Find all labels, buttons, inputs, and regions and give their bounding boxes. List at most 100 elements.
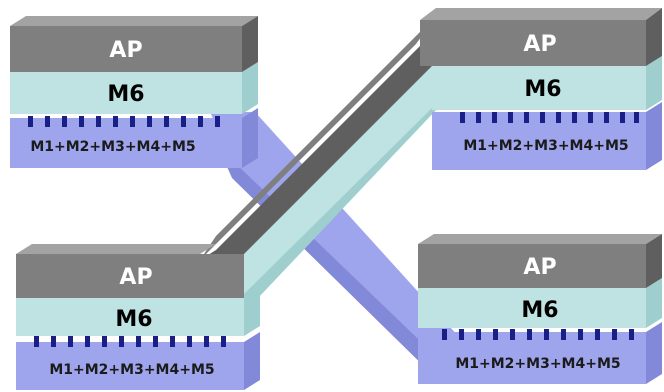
via <box>102 336 107 347</box>
ap-layer-top <box>10 16 258 26</box>
ap-layer <box>10 26 242 72</box>
m6-bridge <box>216 66 432 298</box>
via <box>540 112 545 123</box>
via <box>556 112 561 123</box>
via <box>68 336 73 347</box>
via <box>460 112 465 123</box>
via <box>442 329 447 340</box>
m6-layer <box>16 298 244 336</box>
m6-label: M6 <box>107 82 144 107</box>
via <box>181 116 186 127</box>
via <box>620 112 625 123</box>
ap-layer <box>16 254 244 298</box>
m1-m5-label: M1+M2+M3+M4+M5 <box>49 362 214 378</box>
via <box>164 116 169 127</box>
m1-m5-crossing-band <box>210 112 460 360</box>
via <box>476 112 481 123</box>
m1-m5-layer-side <box>244 332 260 390</box>
stack-bottom-left: AP M6 M1+M2+M3+M4+M5 <box>16 244 260 390</box>
via <box>45 116 50 127</box>
via <box>113 116 118 127</box>
m1-m5-layer <box>16 342 244 390</box>
via <box>572 112 577 123</box>
ap-layer-side <box>646 8 662 66</box>
via <box>153 336 158 347</box>
via-row <box>34 336 226 347</box>
m6-layer-side <box>646 278 662 328</box>
via <box>215 116 220 127</box>
m6-label: M6 <box>521 298 558 323</box>
ap-label: AP <box>119 265 152 290</box>
via-row <box>28 116 220 127</box>
via <box>187 336 192 347</box>
via <box>508 112 513 123</box>
via-row <box>460 112 639 123</box>
via <box>588 112 593 123</box>
via <box>119 336 124 347</box>
ap-layer <box>420 20 646 66</box>
m6-layer <box>418 288 646 328</box>
via <box>604 112 609 123</box>
m6-layer-side <box>242 62 258 114</box>
ap-layer <box>418 244 646 288</box>
m1-m5-layer <box>432 112 646 170</box>
ap-bridge-side <box>200 34 432 292</box>
ap-label: AP <box>523 255 556 280</box>
via <box>629 329 634 340</box>
via <box>612 329 617 340</box>
via <box>28 116 33 127</box>
ap-m6-crossing-bridge <box>200 14 438 304</box>
m6-layer-side <box>646 56 662 110</box>
ap-layer-side <box>646 234 662 288</box>
via <box>136 336 141 347</box>
via <box>96 116 101 127</box>
via <box>492 112 497 123</box>
ap-bridge <box>200 14 438 260</box>
via <box>561 329 566 340</box>
via <box>493 329 498 340</box>
m1-m5-layer-side <box>242 108 258 168</box>
via <box>476 329 481 340</box>
ap-label: AP <box>109 38 142 63</box>
m1-m5-label: M1+M2+M3+M4+M5 <box>463 138 628 154</box>
via <box>221 336 226 347</box>
via <box>85 336 90 347</box>
ap-layer-top <box>418 234 662 244</box>
via <box>62 116 67 127</box>
via <box>51 336 56 347</box>
stack-bottom-right: AP M6 M1+M2+M3+M4+M5 <box>418 234 662 384</box>
via <box>198 116 203 127</box>
stack-top-right: AP M6 M1+M2+M3+M4+M5 <box>420 8 662 170</box>
via-row <box>442 329 634 340</box>
ap-layer-top <box>420 8 662 20</box>
via <box>130 116 135 127</box>
ap-layer-side <box>242 16 258 72</box>
via <box>459 329 464 340</box>
via <box>578 329 583 340</box>
m6-layer <box>432 66 646 110</box>
m1-m5-layer-side <box>646 322 662 384</box>
via <box>147 116 152 127</box>
via <box>544 329 549 340</box>
via <box>34 336 39 347</box>
m6-label: M6 <box>115 307 152 332</box>
m1-m5-layer-side <box>646 102 662 170</box>
via <box>204 336 209 347</box>
m1-m5-label: M1+M2+M3+M4+M5 <box>30 139 195 155</box>
ap-layer-top <box>16 244 216 254</box>
m1-m5-layer <box>418 332 646 384</box>
via <box>170 336 175 347</box>
via <box>527 329 532 340</box>
m6-layer-side <box>244 288 260 336</box>
m1-m5-label: M1+M2+M3+M4+M5 <box>455 356 620 372</box>
m6-label: M6 <box>524 77 561 102</box>
via <box>595 329 600 340</box>
ap-label: AP <box>523 32 556 57</box>
via <box>79 116 84 127</box>
m6-layer <box>10 72 242 114</box>
via <box>524 112 529 123</box>
via <box>634 112 639 123</box>
stack-top-left: AP M6 M1+M2+M3+M4+M5 <box>10 16 258 168</box>
via <box>510 329 515 340</box>
